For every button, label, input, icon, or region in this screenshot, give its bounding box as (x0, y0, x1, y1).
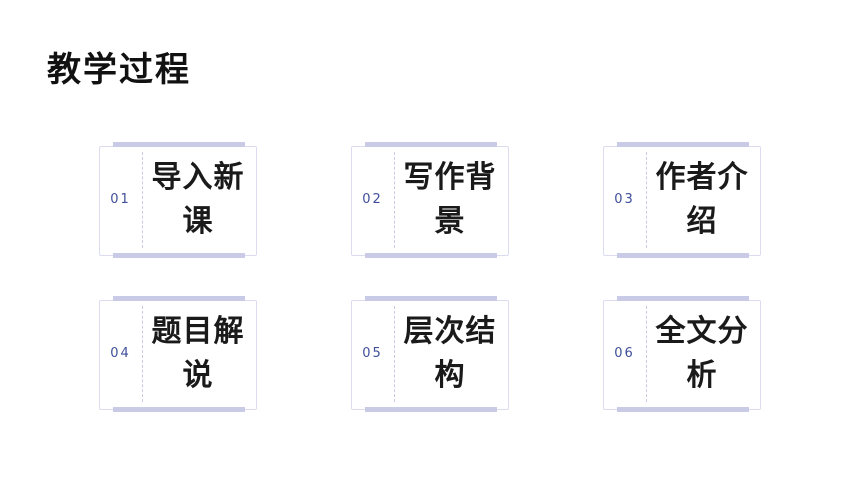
card-number: 04 (110, 346, 131, 361)
card-label: 全文分析 (655, 314, 749, 393)
card-label: 题目解说 (151, 314, 245, 393)
card-bar-top (365, 142, 497, 147)
card-background[interactable]: 02 写作背景 (351, 142, 511, 258)
card-bar-bottom (365, 407, 497, 412)
card-bar-bottom (113, 407, 245, 412)
card-number: 05 (362, 346, 383, 361)
card-bar-top (617, 142, 749, 147)
card-bar-bottom (617, 407, 749, 412)
card-analysis[interactable]: 06 全文分析 (603, 296, 763, 412)
card-divider (394, 152, 395, 248)
card-divider (142, 152, 143, 248)
card-label: 层次结构 (403, 314, 497, 393)
card-bar-bottom (365, 253, 497, 258)
card-number: 01 (110, 192, 131, 207)
page-title: 教学过程 (47, 50, 191, 90)
card-label: 写作背景 (403, 160, 497, 239)
card-divider (394, 306, 395, 402)
card-bar-top (113, 142, 245, 147)
card-structure[interactable]: 05 层次结构 (351, 296, 511, 412)
card-number: 02 (362, 192, 383, 207)
card-divider (646, 152, 647, 248)
card-divider (142, 306, 143, 402)
card-bar-top (113, 296, 245, 301)
card-bar-top (365, 296, 497, 301)
card-label: 导入新课 (151, 160, 245, 239)
card-bar-top (617, 296, 749, 301)
card-number: 03 (614, 192, 635, 207)
card-number: 06 (614, 346, 635, 361)
card-bar-bottom (617, 253, 749, 258)
card-author[interactable]: 03 作者介绍 (603, 142, 763, 258)
card-intro[interactable]: 01 导入新课 (99, 142, 259, 258)
card-title-explain[interactable]: 04 题目解说 (99, 296, 259, 412)
card-label: 作者介绍 (655, 160, 749, 239)
card-bar-bottom (113, 253, 245, 258)
card-divider (646, 306, 647, 402)
